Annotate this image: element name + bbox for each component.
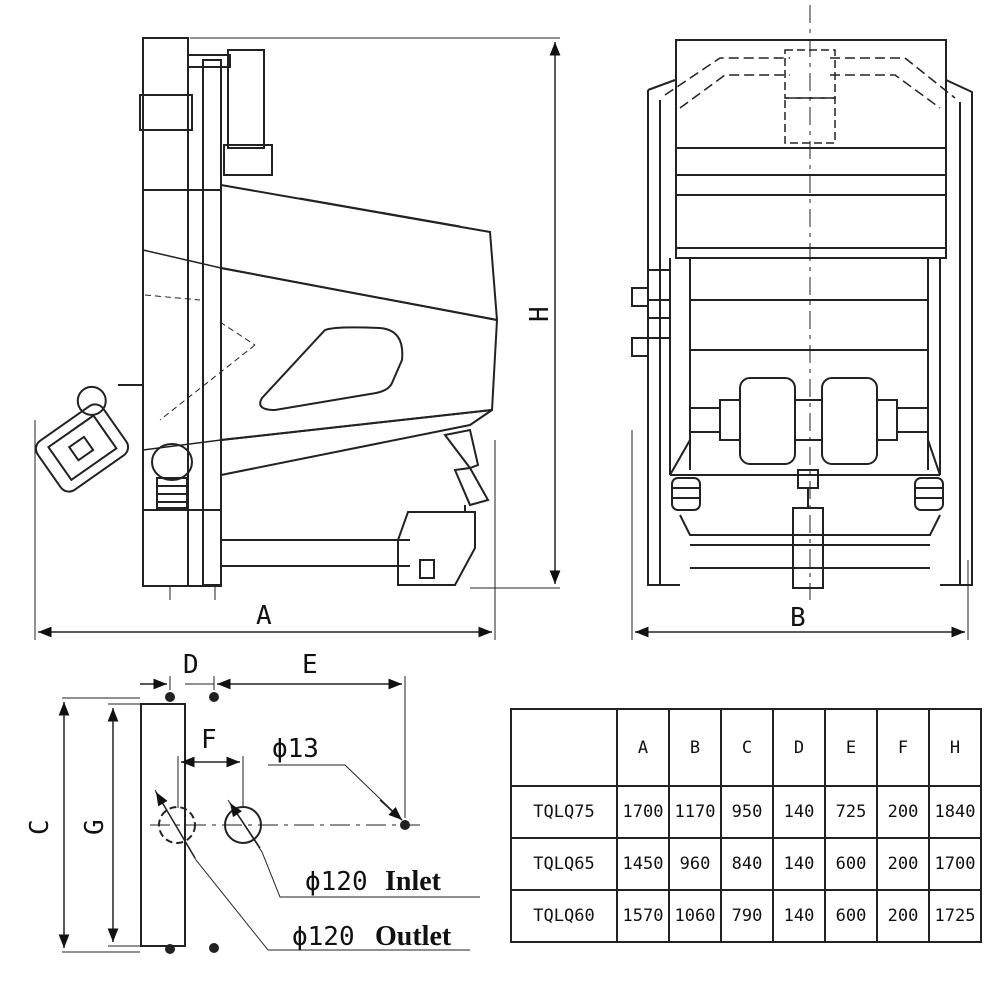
dimension-f-label: F — [201, 725, 217, 755]
table-header-cell: C — [720, 708, 774, 787]
outlet-diameter-label: ϕ120 — [292, 922, 355, 952]
table-cell: 1570 — [616, 889, 670, 943]
table-header-cell: E — [824, 708, 878, 787]
table-cell: 1840 — [928, 785, 982, 839]
table-cell: 790 — [720, 889, 774, 943]
table-cell: 140 — [772, 785, 826, 839]
table-header-cell — [510, 708, 618, 787]
dimension-g-label: G — [80, 819, 110, 835]
front-view — [631, 5, 973, 640]
dimension-a-label: A — [256, 601, 272, 631]
dimension-c-label: C — [25, 819, 55, 835]
table-row: TQLQ75 1700 1170 950 140 725 200 1840 — [510, 785, 982, 839]
table-header-cell: A — [616, 708, 670, 787]
inlet-word-label: Inlet — [385, 866, 442, 897]
table-cell: TQLQ60 — [510, 889, 618, 943]
dimension-e-label: E — [302, 650, 318, 680]
table-header-row: A B C D E F H — [510, 708, 982, 787]
table-cell: 1170 — [668, 785, 722, 839]
table-cell: 200 — [876, 785, 930, 839]
table-cell: 140 — [772, 837, 826, 891]
table-header-cell: H — [928, 708, 982, 787]
inlet-diameter-label: ϕ120 — [305, 867, 368, 897]
table-header-cell: F — [876, 708, 930, 787]
table-cell: 1450 — [616, 837, 670, 891]
table-cell: 1700 — [616, 785, 670, 839]
flange-detail — [58, 676, 480, 954]
table-cell: 950 — [720, 785, 774, 839]
table-cell: 840 — [720, 837, 774, 891]
table-cell: 200 — [876, 837, 930, 891]
dimension-b-label: B — [790, 603, 806, 633]
table-row: TQLQ60 1570 1060 790 140 600 200 1725 — [510, 889, 982, 943]
table-cell: 600 — [824, 889, 878, 943]
hole-diameter-label: ϕ13 — [272, 734, 319, 764]
dimension-h-label: H — [525, 306, 555, 322]
table-cell: 1725 — [928, 889, 982, 943]
table-cell: 140 — [772, 889, 826, 943]
table-cell: 600 — [824, 837, 878, 891]
table-cell: 725 — [824, 785, 878, 839]
dimensions-table: A B C D E F H TQLQ75 1700 1170 950 140 7… — [510, 708, 982, 943]
dimension-d-label: D — [183, 650, 199, 680]
outlet-word-label: Outlet — [375, 921, 452, 952]
table-cell: 200 — [876, 889, 930, 943]
table-cell: TQLQ75 — [510, 785, 618, 839]
table-cell: 960 — [668, 837, 722, 891]
table-header-cell: D — [772, 708, 826, 787]
side-view — [34, 37, 561, 640]
table-row: TQLQ65 1450 960 840 140 600 200 1700 — [510, 837, 982, 891]
table-cell: 1060 — [668, 889, 722, 943]
table-cell: TQLQ65 — [510, 837, 618, 891]
table-cell: 1700 — [928, 837, 982, 891]
table-header-cell: B — [668, 708, 722, 787]
